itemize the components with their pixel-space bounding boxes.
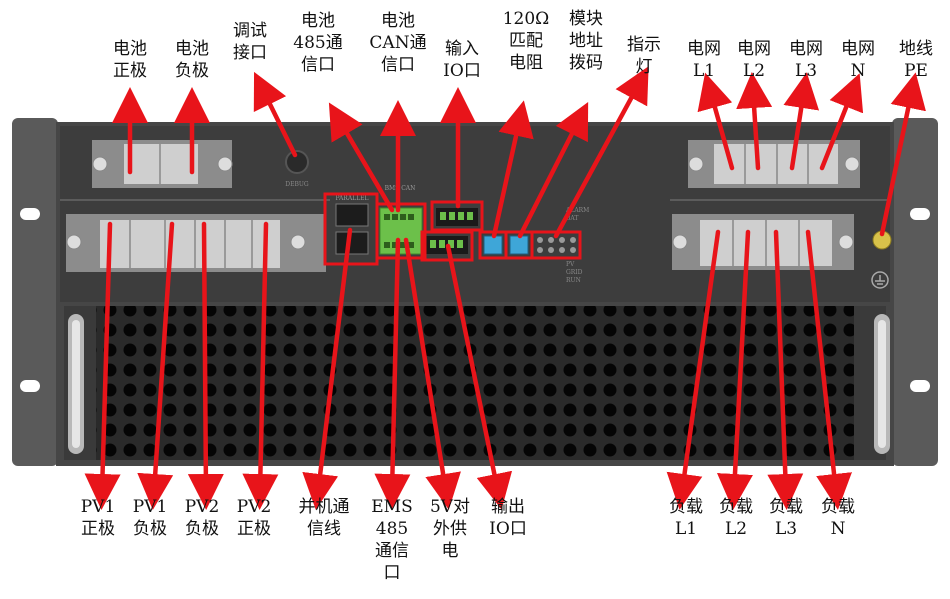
arrow-parallel-comm (302, 227, 353, 510)
arrow-resistor (491, 100, 534, 239)
label-dip-switch: 模块地址拨码 (569, 9, 603, 73)
pv-terminal-block (66, 214, 326, 272)
address-dip (509, 235, 529, 255)
input-io-connector (436, 208, 478, 226)
label-parallel-comm: 并机通信线 (298, 497, 350, 539)
label-battery-positive: 电池正极 (113, 39, 147, 81)
mounting-bracket-right (892, 118, 938, 466)
arrow-5v-supply (403, 237, 461, 510)
arrow-battery-485 (328, 102, 395, 213)
label-debug-port: 调试接口 (233, 21, 267, 63)
label-battery-negative: 电池负极 (175, 39, 209, 81)
svg-text:PV: PV (566, 261, 575, 268)
status-led-array (537, 237, 576, 253)
load-terminal-block (672, 214, 854, 270)
svg-text:RUN: RUN (566, 277, 581, 284)
arrow-pv2-negative (187, 221, 224, 510)
mounting-bracket-left (12, 118, 58, 466)
ground-terminal (871, 230, 892, 289)
svg-text:BAT: BAT (566, 215, 578, 222)
arrow-load-l1 (666, 229, 721, 510)
arrow-pv2-positive (242, 221, 279, 510)
highlight-output-io (420, 230, 474, 262)
arrow-load-l2 (716, 229, 753, 510)
arrow-pv1-negative (137, 221, 175, 510)
battery-terminal-block (92, 140, 233, 188)
grid-terminal-block (688, 140, 860, 188)
arrow-load-l3 (767, 229, 804, 510)
arrow-ground-pe (879, 72, 926, 237)
arrow-dip-switch (517, 101, 589, 239)
arrow-pv1-positive (84, 221, 121, 510)
parallel-rj45-ports: PARALLEL (335, 195, 369, 255)
arrow-grid-l1 (697, 72, 735, 171)
arrow-output-io (445, 243, 513, 510)
debug-port (285, 150, 309, 174)
debug-print: DEBUG (285, 181, 309, 188)
arrow-indicator (553, 66, 649, 239)
resistor-dip (483, 235, 503, 255)
label-indicator: 指示灯 (627, 35, 661, 77)
arrow-grid-l2 (736, 72, 773, 171)
label-5v-supply: 5V对外供电 (429, 497, 471, 561)
arrow-grid-n (819, 73, 864, 171)
arrow-load-n (805, 229, 852, 510)
arrow-grid-l3 (783, 72, 820, 171)
svg-text:GRID: GRID (566, 269, 583, 276)
arrow-ems-485 (374, 237, 411, 510)
parallel-print: PARALLEL (335, 195, 368, 202)
arrow-debug-port (253, 71, 298, 158)
svg-text:ALARM: ALARM (565, 207, 589, 214)
status-led-legend: ALARM BAT PV GRID RUN (565, 207, 589, 284)
